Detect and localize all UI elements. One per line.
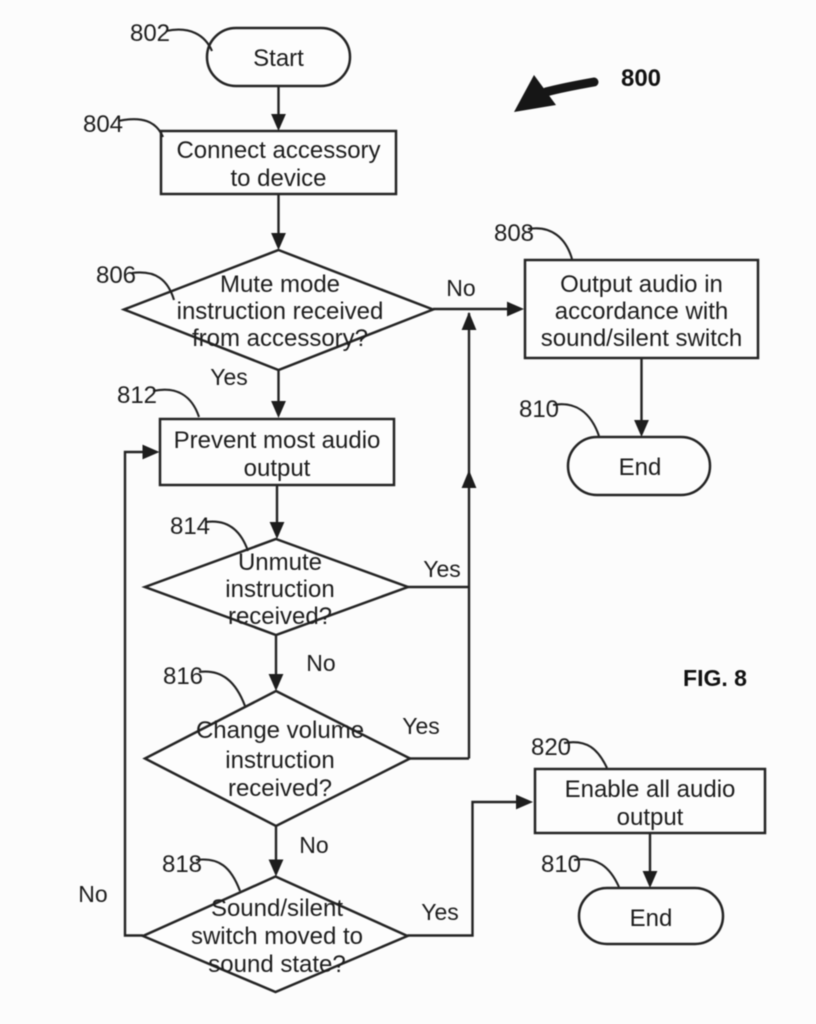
unmute-decision xyxy=(141,537,412,637)
edge-switch-no-feedback xyxy=(123,450,145,937)
arrowhead-into-volume-check xyxy=(268,674,284,691)
unmute-yes-label: Yes xyxy=(423,556,461,582)
ref-806: 806 xyxy=(96,262,136,289)
start-terminator xyxy=(205,26,352,88)
start-label: Start xyxy=(253,45,304,72)
switch-yes-label: Yes xyxy=(421,899,459,925)
enable-audio-process xyxy=(533,767,767,835)
leader-804 xyxy=(117,118,164,138)
leader-802 xyxy=(165,28,213,52)
unmute-no-label: No xyxy=(306,650,335,676)
end-upper-label: End xyxy=(619,454,662,481)
ref-820: 820 xyxy=(531,734,571,761)
ref-816: 816 xyxy=(163,663,203,690)
enable-line-1: Enable all audio xyxy=(565,776,736,803)
arrowhead-merge-mid xyxy=(461,470,477,488)
leader-lines xyxy=(117,28,620,892)
ref-812: 812 xyxy=(117,382,157,409)
arrowhead-into-prevent xyxy=(271,401,286,418)
connect-line-2: to device xyxy=(230,165,326,192)
arrowhead-merge-top xyxy=(461,312,477,330)
figure-arrow-head xyxy=(514,75,556,112)
branch-labels: No Yes Yes No Yes No Yes No xyxy=(78,275,475,925)
volume-line-1: Change volume xyxy=(196,717,364,744)
mute-yes-label: Yes xyxy=(210,364,248,390)
arrowhead-into-switch-check xyxy=(268,859,284,877)
change-volume-decision xyxy=(142,689,413,828)
prevent-line-1: Prevent most audio xyxy=(174,427,381,454)
leader-820 xyxy=(563,741,608,769)
output-line-1: Output audio in xyxy=(560,271,723,298)
mute-no-label: No xyxy=(446,275,475,301)
ref-810-lower: 810 xyxy=(541,851,581,878)
figure-caption: FIG. 8 xyxy=(683,665,747,691)
leader-808 xyxy=(527,227,574,260)
output-line-2: accordance with xyxy=(555,298,728,325)
prevent-line-2: output xyxy=(244,455,311,482)
leader-810-lower xyxy=(573,858,620,888)
arrowhead-into-enable xyxy=(516,794,533,810)
figure-arrow-shaft xyxy=(541,77,599,97)
ref-818: 818 xyxy=(162,851,202,878)
switch-line-2: switch moved to xyxy=(191,923,363,950)
reference-numbers: 802 804 806 808 810 812 814 816 818 820 … xyxy=(83,20,581,878)
unmute-line-3: received? xyxy=(228,603,332,630)
mute-check-line-2: instruction received xyxy=(177,298,384,325)
leader-816 xyxy=(198,670,246,707)
arrowhead-into-unmute-check xyxy=(269,522,285,539)
edges xyxy=(123,86,658,937)
leader-812 xyxy=(152,388,200,418)
leader-818 xyxy=(195,858,241,892)
volume-line-2: instruction xyxy=(225,747,334,774)
switch-moved-decision xyxy=(139,875,411,994)
leader-814 xyxy=(205,520,249,552)
leader-806 xyxy=(131,271,176,301)
arrowhead-feedback-into-prevent xyxy=(142,444,160,460)
output-audio-process xyxy=(523,258,760,360)
prevent-audio-process xyxy=(158,417,396,487)
node-labels: Start Connect accessory to device Mute m… xyxy=(174,45,743,978)
volume-line-3: received? xyxy=(228,775,332,802)
switch-no-label: No xyxy=(78,881,107,907)
end-upper-terminator xyxy=(566,435,712,497)
end-lower-terminator xyxy=(577,886,725,946)
switch-line-1: Sound/silent xyxy=(211,895,343,922)
volume-no-label: No xyxy=(299,832,328,858)
connect-accessory-process xyxy=(159,129,398,196)
ref-808: 808 xyxy=(494,220,534,247)
ref-802: 802 xyxy=(130,20,170,47)
mute-check-line-1: Mute mode xyxy=(220,271,340,298)
end-lower-label: End xyxy=(630,905,673,932)
figure-number-label: 800 xyxy=(621,65,661,92)
figure-arrow xyxy=(514,75,599,112)
unmute-line-1: Unmute xyxy=(238,549,322,576)
mute-check-line-3: from accessory? xyxy=(192,325,368,352)
ref-814: 814 xyxy=(170,513,210,540)
arrowhead-into-output xyxy=(507,301,524,317)
edge-switch-yes-to-enable xyxy=(407,800,518,937)
mute-mode-decision xyxy=(120,248,437,372)
nodes xyxy=(120,26,767,994)
ref-810-upper: 810 xyxy=(519,396,559,423)
arrowhead-into-end-upper xyxy=(634,420,649,437)
figure-captions: 800 FIG. 8 xyxy=(621,65,747,691)
leader-810-upper xyxy=(552,403,600,437)
unmute-line-2: instruction xyxy=(225,576,334,603)
output-line-3: sound/silent switch xyxy=(541,325,742,352)
switch-line-3: sound state? xyxy=(208,951,345,978)
connect-line-1: Connect accessory xyxy=(176,137,380,164)
volume-yes-label: Yes xyxy=(402,713,440,739)
arrowhead-into-connect xyxy=(271,114,286,131)
arrowhead-into-end-lower xyxy=(642,871,658,888)
ref-804: 804 xyxy=(83,111,123,138)
arrowhead-into-mute-check xyxy=(271,233,286,250)
enable-line-2: output xyxy=(617,804,684,831)
